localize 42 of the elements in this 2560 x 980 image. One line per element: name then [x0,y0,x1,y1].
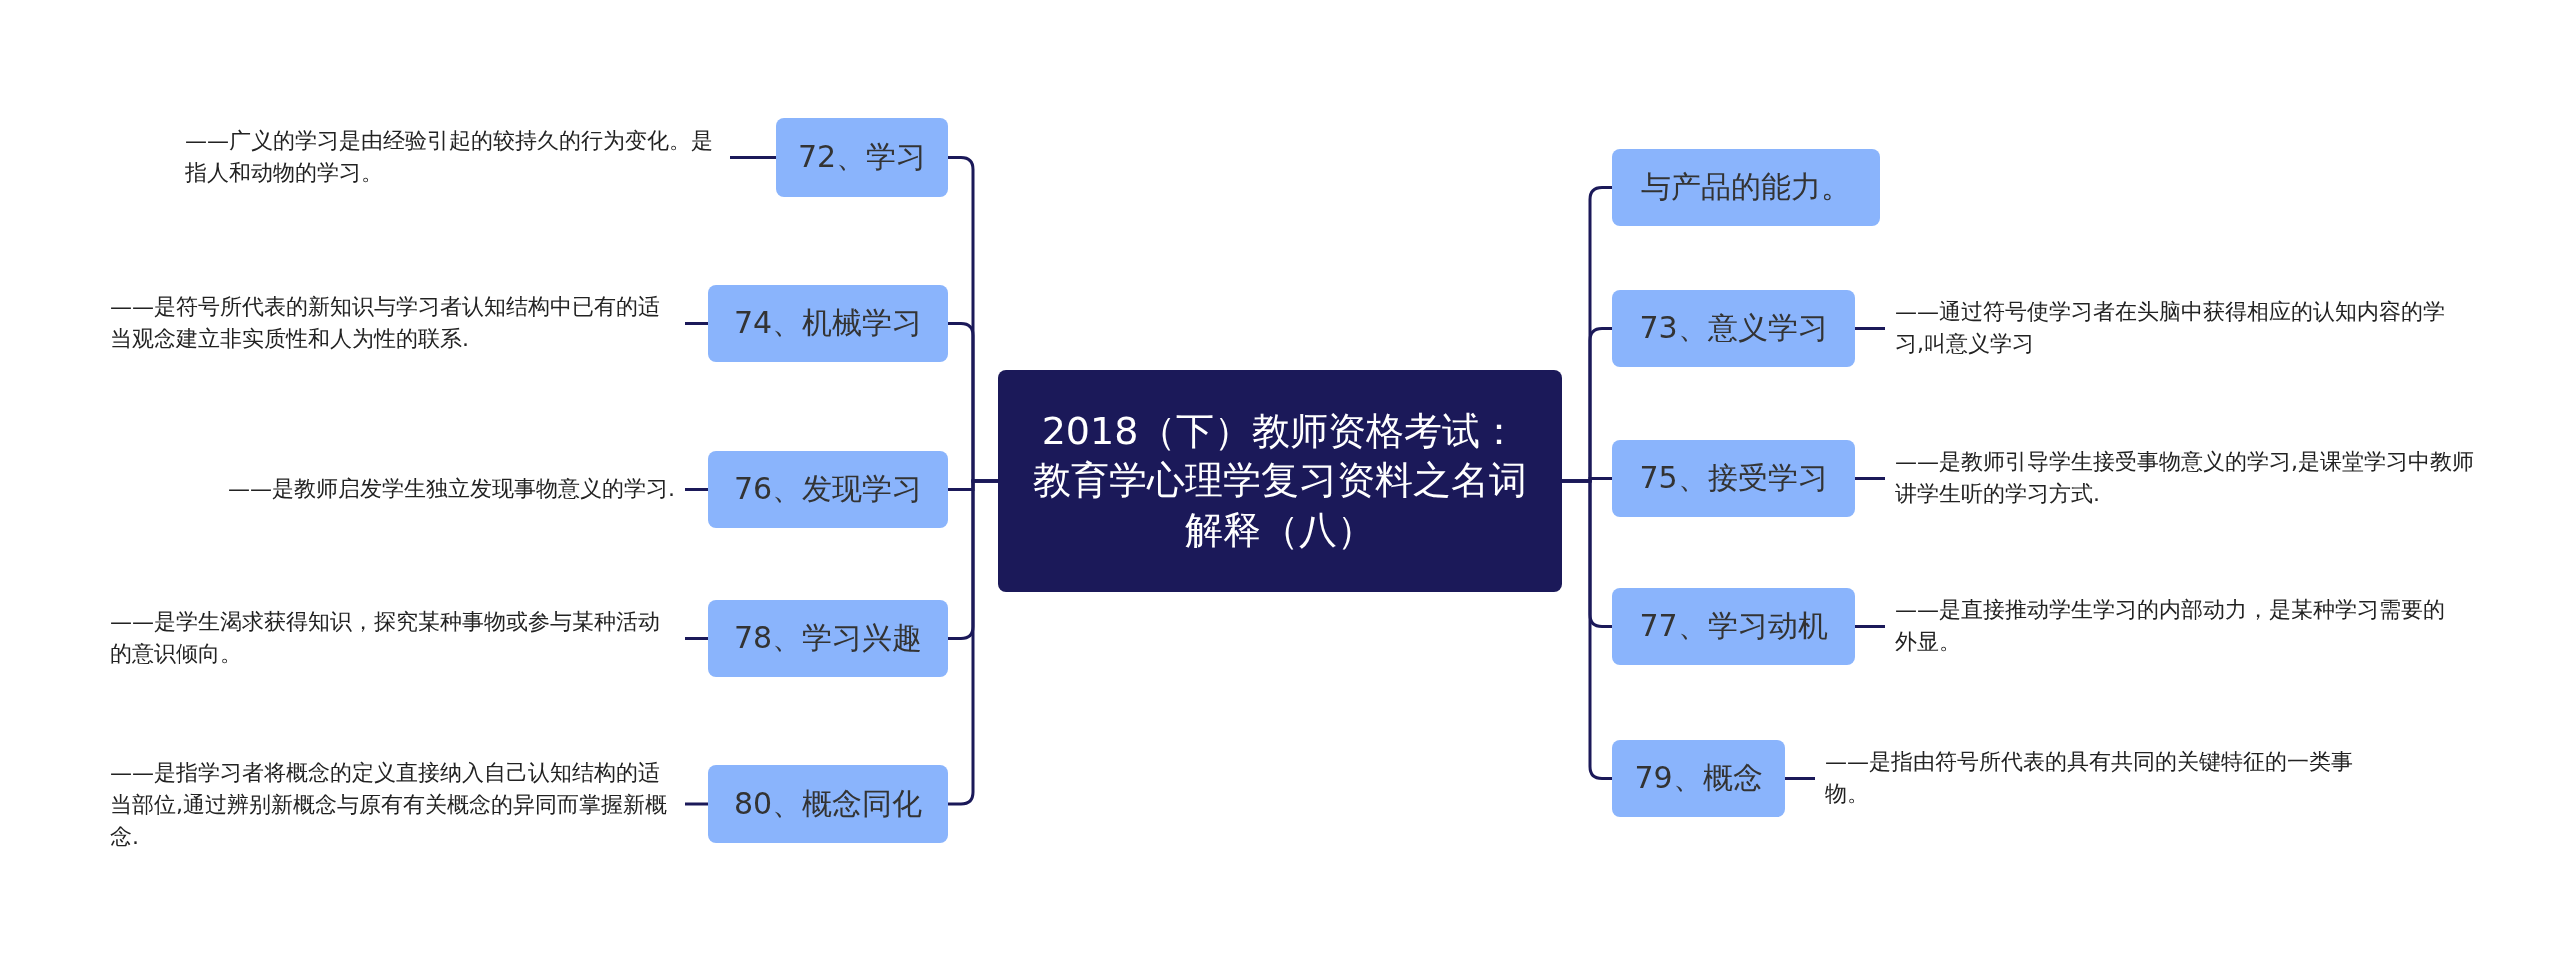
topic-text: 73、意义学习 [1639,309,1828,347]
topic-text: 79、概念 [1634,759,1763,797]
topic-box [708,765,948,843]
topic-text: 80、概念同化 [733,784,923,823]
connector-line [685,637,708,640]
topic-text: 77、学习动机 [1639,607,1828,645]
topic-text: 78、学习兴趣 [733,619,923,657]
topic-box [708,600,948,677]
connector-line [730,156,776,159]
connector-line [685,488,708,491]
topic-box [1612,149,1880,226]
topic-box [708,451,948,528]
topic-box [1612,740,1785,817]
topic-text: 72、学习 [797,138,927,176]
topic-text: 与产品的能力。 [1641,168,1851,206]
definition-text: ——是学生渴求获得知识，探究某种事物或参与某种活动的意识倾向。 [110,608,661,668]
definition-text: ——是直接推动学生学习的内部动力，是某种学习需要的外显。 [1895,596,2446,656]
connector-line [1855,625,1885,628]
connector-line [1855,477,1885,480]
definition-text: ——是指学习者将概念的定义直接纳入自己认知结构的适当部位,通过辨别新概念与原有有关概念的异同而掌握新概念. [110,759,668,851]
topic-text: 76、发现学习 [733,470,923,508]
topic-box [1612,290,1855,367]
topic-text: 75、接受学习 [1639,459,1828,497]
connector-line [685,802,708,806]
connector-line [1855,327,1885,330]
topic-text: 74、机械学习 [733,304,923,342]
definition-text: ——通过符号使学习者在头脑中获得相应的认知内容的学习,叫意义学习 [1895,298,2446,358]
root-topic-text: 2018（下）教师资格考试：教育学心理学复习资料之名词解释（八） [1032,407,1528,554]
topic-box [708,285,948,362]
topic-box [776,118,948,197]
topic-box [1612,588,1855,665]
definition-text: ——是教师启发学生独立发现事物意义的学习. [228,475,675,504]
definition-text: ——是教师引导学生接受事物意义的学习,是课堂学习中教师讲学生听的学习方式. [1895,448,2475,508]
definition-text: ——是符号所代表的新知识与学习者认知结构中已有的适当观念建立非实质性和人为性的联系. [110,293,661,353]
connector-line [1785,777,1815,780]
definition-text: ——广义的学习是由经验引起的较持久的行为变化。是指人和动物的学习。 [185,127,714,187]
connector-line [1562,479,1612,780]
connector-line [685,322,708,325]
root-topic-box [998,370,1562,592]
topic-box [1612,440,1855,517]
definition-text: ——是指由符号所代表的具有共同的关键特征的一类事物。 [1825,748,2354,808]
connector-line [948,479,998,806]
